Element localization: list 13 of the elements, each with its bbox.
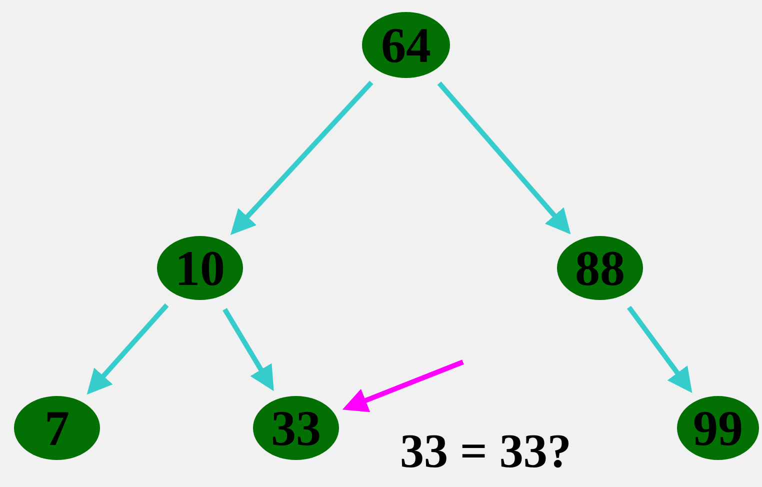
node-value: 10 — [175, 243, 225, 293]
arrow — [230, 80, 374, 236]
arrow — [626, 306, 692, 394]
node-value: 64 — [381, 20, 431, 70]
arrow — [437, 82, 571, 234]
arrow — [86, 303, 169, 395]
arrow — [222, 308, 274, 392]
node-value: 88 — [575, 243, 625, 293]
arrow — [342, 360, 464, 412]
node-value: 33 — [271, 403, 321, 453]
node-value: 99 — [693, 403, 743, 453]
comparison-text: 33 = 33? — [400, 428, 572, 476]
node-value: 7 — [44, 403, 70, 453]
